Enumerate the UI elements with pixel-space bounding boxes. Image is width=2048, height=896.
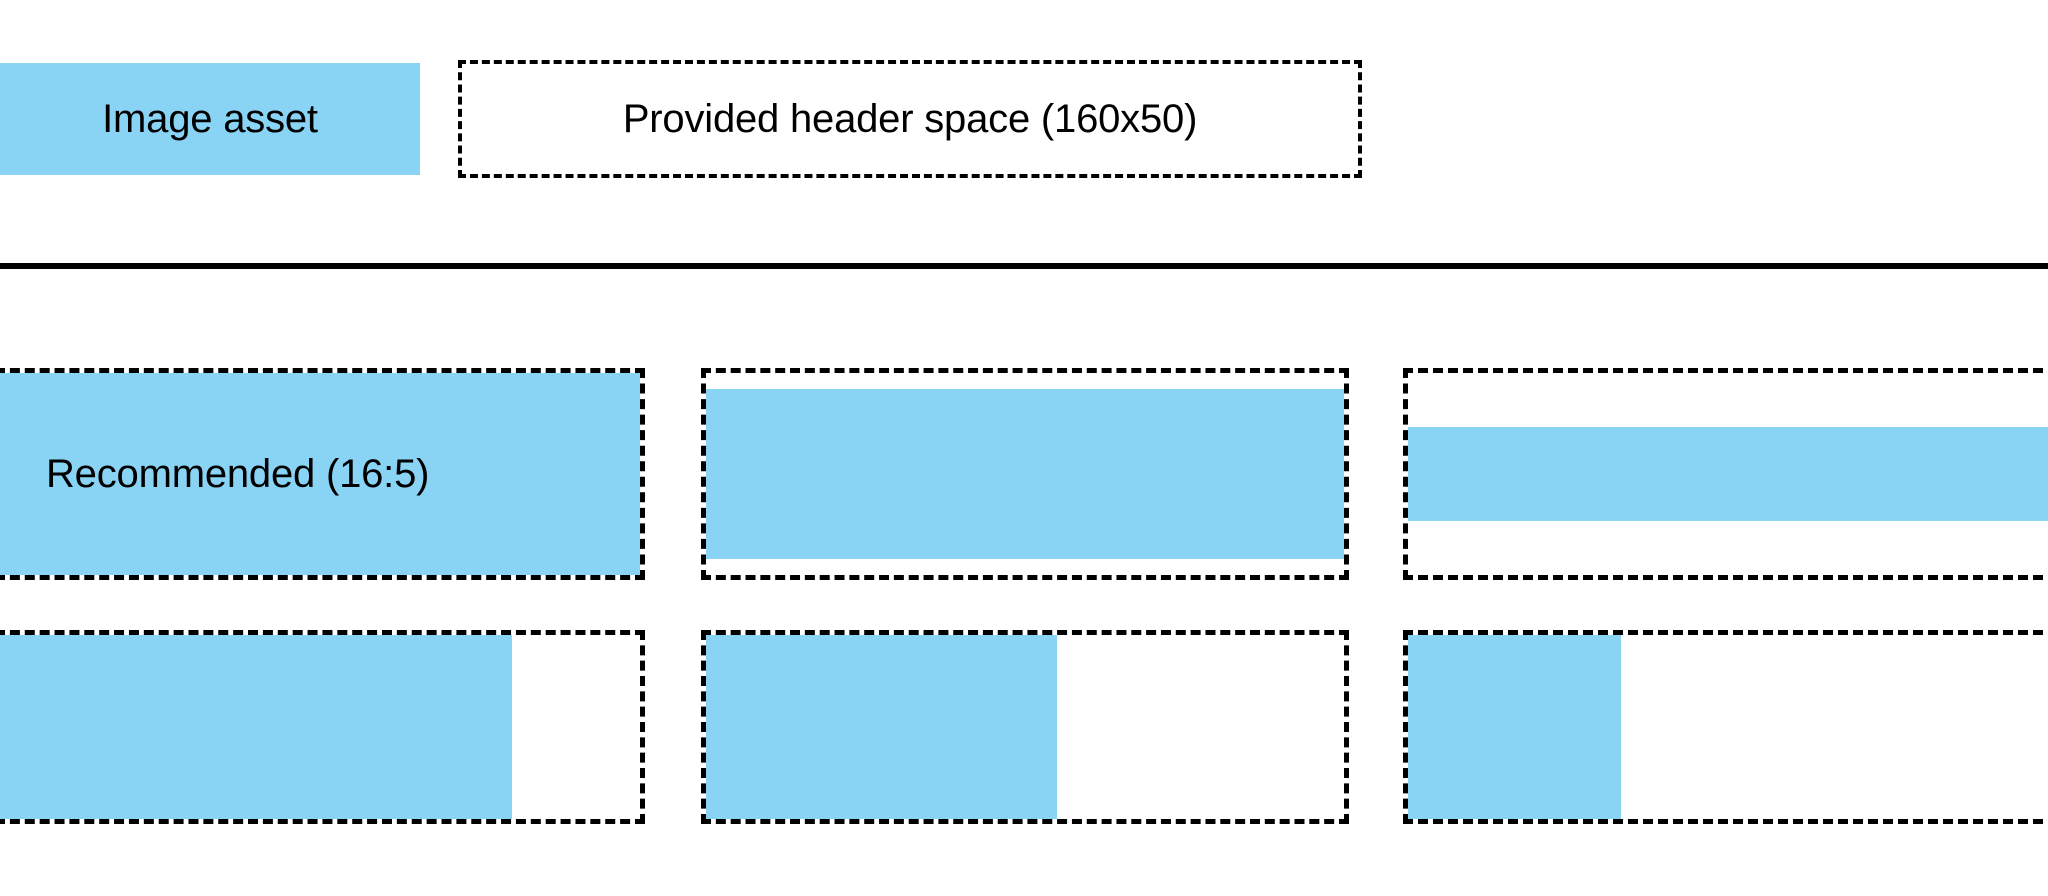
- ratio-cell-wide-asset-pillarboxed: [0, 630, 645, 824]
- ratio-cell-narrow-asset-pillarboxed: [1403, 630, 2048, 824]
- image-asset-swatch: Image asset: [0, 63, 420, 175]
- image-asset-label: Image asset: [102, 97, 318, 141]
- ratio-fill: [0, 373, 640, 575]
- header-zone: Image asset Provided header space (160x5…: [0, 0, 2048, 268]
- ratio-cell-medium-asset-pillarboxed: [701, 630, 1349, 824]
- section-divider: [0, 263, 2048, 269]
- provided-header-space-label: Provided header space (160x50): [622, 97, 1198, 141]
- ratio-cell-label: Recommended (16:5): [46, 452, 430, 496]
- ratio-cell-short-asset-banded: [1403, 368, 2048, 580]
- ratio-fill: [1408, 426, 2048, 522]
- ratio-fill: [1408, 635, 1621, 819]
- ratio-cell-recommended-16-5: Recommended (16:5): [0, 368, 645, 580]
- ratio-fill: [0, 635, 512, 819]
- provided-header-space-box: Provided header space (160x50): [458, 60, 1362, 178]
- ratio-fill: [706, 389, 1344, 559]
- ratio-cell-taller-asset-letterboxed: [701, 368, 1349, 580]
- ratio-fill: [706, 635, 1057, 819]
